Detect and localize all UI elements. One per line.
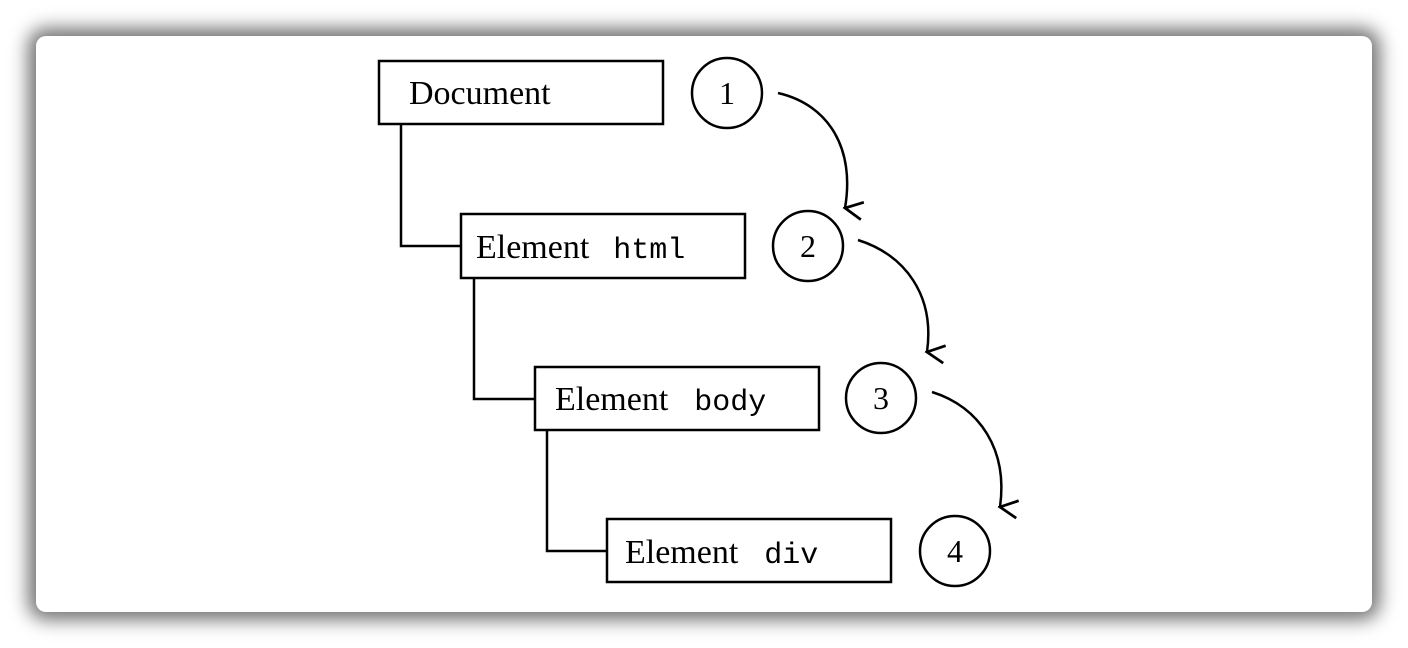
step-number: 3 (873, 380, 889, 416)
diagram-card (36, 36, 1372, 612)
node-tag-label: body (694, 386, 766, 420)
tree-node-document: Document (377, 59, 665, 126)
step-marker-4: 4 (918, 514, 992, 588)
step-number: 4 (947, 533, 963, 569)
node-kind-label: Element (555, 381, 669, 418)
node-kind-label: Document (409, 75, 551, 112)
tree-node-div: Element div (605, 517, 893, 584)
tree-node-html: Element html (459, 212, 747, 280)
node-tag-label: html (613, 234, 685, 268)
step-marker-3: 3 (844, 361, 918, 435)
step-number: 1 (719, 75, 735, 111)
flow-arrow-2-to-3 (857, 238, 928, 352)
node-kind-label: Element (625, 534, 739, 571)
connector-html-body (472, 278, 535, 401)
tree-node-body: Element body (533, 365, 821, 432)
svg-text:Document: Document (409, 75, 551, 112)
flow-arrow-1-to-2 (777, 91, 847, 208)
connector-document-html (399, 124, 461, 248)
svg-text:Element body: Element body (555, 381, 766, 420)
svg-text:Element html: Element html (476, 229, 685, 268)
step-marker-2: 2 (771, 209, 845, 283)
connector-body-div (545, 430, 607, 553)
step-number: 2 (800, 228, 816, 264)
svg-text:Element div: Element div (625, 534, 818, 573)
flow-arrow-3-to-4 (931, 390, 1001, 507)
node-tag-label: div (764, 539, 818, 573)
step-marker-1: 1 (690, 56, 764, 130)
node-kind-label: Element (476, 229, 590, 266)
